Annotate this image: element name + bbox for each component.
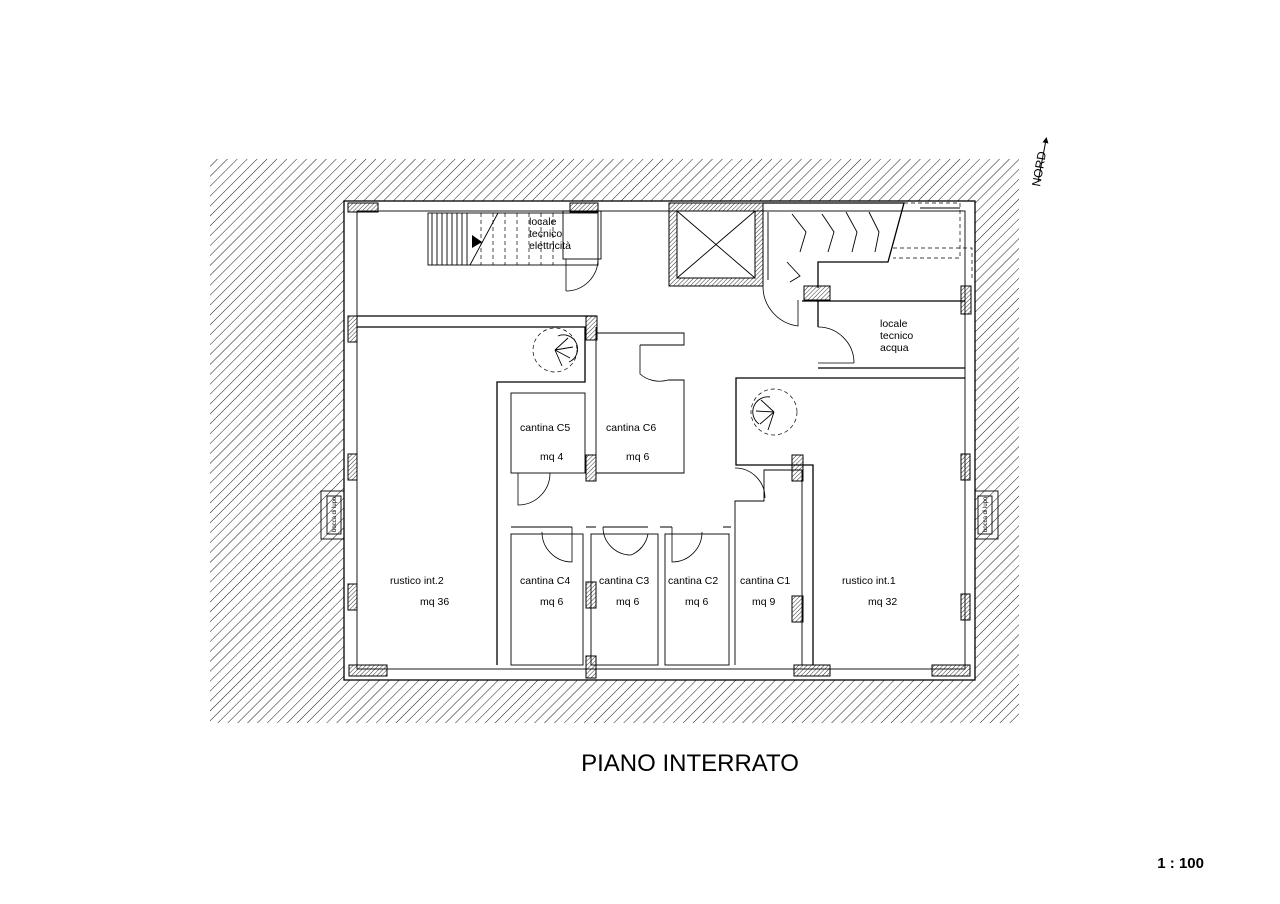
cantina-c1-area: mq 9 [752,596,776,608]
north-label: NORD [1029,150,1049,188]
rustico-1-name: rustico int.1 [842,575,896,587]
soil-hatch [210,159,1019,723]
rustico-1-area: mq 32 [868,596,897,608]
cantina-c4-name: cantina C4 [520,575,570,587]
cantina-c6-area: mq 6 [626,451,650,463]
cantina-c6-door [639,345,669,382]
cantina-c2-area: mq 6 [685,596,709,608]
electric-room-label-2: tecnico [529,228,562,240]
cantina-c3-door [602,526,649,556]
water-room-label-2: tecnico [880,330,913,342]
staircase [427,212,599,266]
light-well-right: bocca di lupo [974,490,999,540]
cantina-c5-name: cantina C5 [520,422,570,434]
cantina-c2-door [671,527,703,563]
north-arrow: NORD [1029,137,1049,188]
rustico-2-wall [357,315,596,665]
cantina-c6-wall [595,327,685,474]
cantina-c1-name: cantina C1 [740,575,790,587]
cantina-c4-door [541,527,573,563]
spiral-stair-left [532,327,579,373]
elevator [668,202,764,287]
building-outer-wall [343,200,976,681]
cantina-c2-name: cantina C2 [668,575,718,587]
cantina-c6-name: cantina C6 [606,422,656,434]
cantina-c5-area: mq 4 [540,451,564,463]
cantina-c4-wall [510,533,584,666]
light-well-left-label: bocca di lupo [332,496,338,532]
structural-pillars [347,202,972,679]
building-inner-wall [356,210,966,670]
cantina-c5-wall [510,392,586,474]
water-room-label-1: locale [880,318,908,330]
access-ramp [763,202,973,288]
electric-room-door [565,258,599,292]
cantina-c4-area: mq 6 [540,596,564,608]
water-room-label-3: acqua [880,342,909,354]
cantina-c1-wall [734,469,803,665]
electric-room-label-1: locale [529,216,557,228]
electric-room-label-3: elettricità [529,240,571,252]
cantina-c3-area: mq 6 [616,596,640,608]
light-well-left: bocca di lupo [320,490,345,540]
cantina-c3-name: cantina C3 [599,575,649,587]
rustico-2-area: mq 36 [420,596,449,608]
water-room-wall [802,300,965,369]
rustico-1-wall [735,377,965,665]
cantina-c5-door [517,472,551,506]
cantina-c1-door [734,467,766,499]
water-room-door [817,326,855,364]
elevator-door [762,285,799,327]
drawing-title: PIANO INTERRATO [581,750,799,777]
drawing-scale: 1 : 100 [1157,855,1204,872]
spiral-stair-right [750,388,798,436]
rustico-2-name: rustico int.2 [390,575,444,587]
cantina-c2-wall [664,533,730,666]
light-well-right-label: bocca di lupo [983,496,989,532]
